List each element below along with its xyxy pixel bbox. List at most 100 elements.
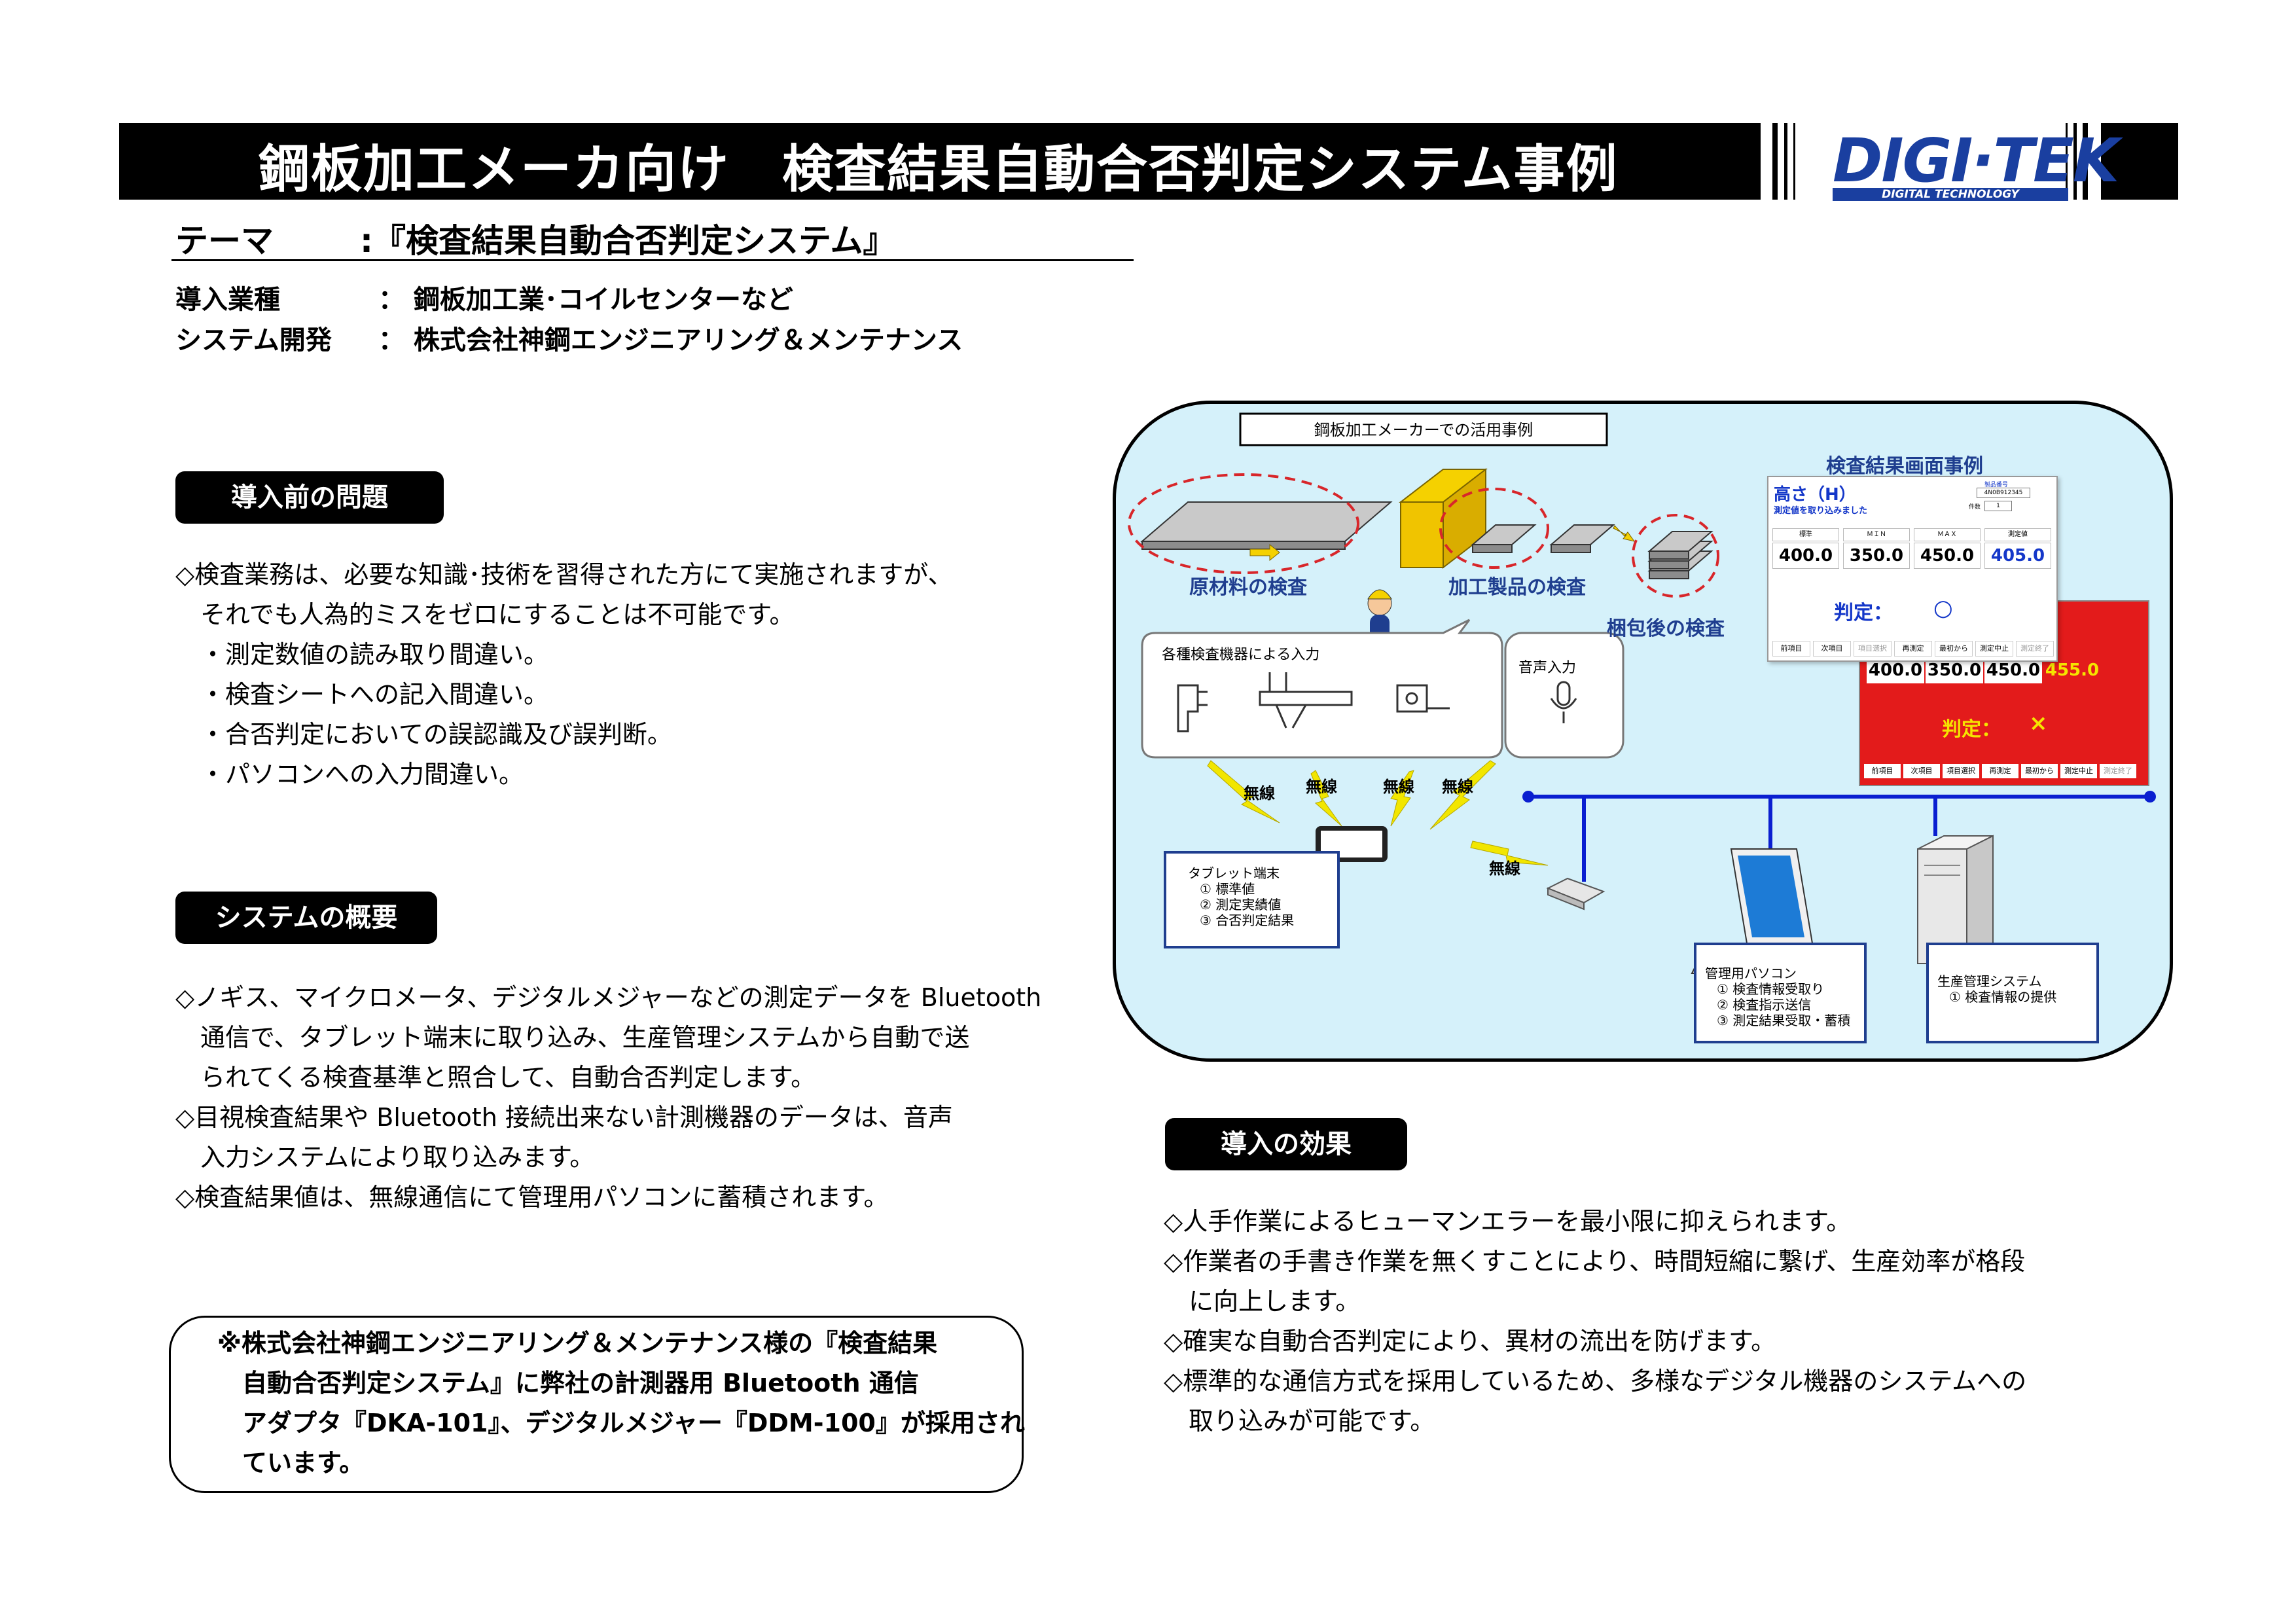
section-effects-title: 導入の効果 bbox=[1165, 1118, 1407, 1170]
problems-line: ◇検査業務は、必要な知識･技術を習得された方にて実施されますが、 bbox=[175, 560, 953, 589]
screen-ng-button[interactable]: 再測定 bbox=[1982, 764, 2018, 778]
effects-list: ◇人手作業によるヒューマンエラーを最小限に抑えられます。 ◇作業者の手書き作業を… bbox=[1164, 1202, 2026, 1441]
screen-ok-judge-mark: ○ bbox=[1933, 595, 1953, 621]
system-diagram: 鋼板加工メーカーでの活用事例 原材料の検査 加工製品の検査 梱包後の検査 各種検… bbox=[1113, 401, 2173, 1062]
tablet-item: ① 標準値 bbox=[1200, 881, 1255, 897]
effects-line: ◇作業者の手書き作業を無くすことにより、時間短縮に繋げ、生産効率が格段 bbox=[1164, 1247, 2026, 1276]
screen-ng-button[interactable]: 測定中止 bbox=[2060, 764, 2097, 778]
theme-value: :『検査結果自動合否判定システム』 bbox=[360, 222, 896, 260]
screen-ng-button[interactable]: 次項目 bbox=[1903, 764, 1940, 778]
section-problems-title: 導入前の問題 bbox=[175, 471, 444, 524]
screen-ok-button[interactable]: 次項目 bbox=[1813, 641, 1851, 657]
note-line: アダプタ『DKA-101』、デジタルメジャー『DDM-100』が採用され bbox=[217, 1409, 1025, 1437]
wireless-label: 無線 bbox=[1244, 784, 1275, 803]
screen-headers: 標準 ＭＩＮ ＭＡＸ 測定値 bbox=[1772, 528, 2051, 541]
admin-pc-item: ② 検査指示送信 bbox=[1717, 997, 1812, 1013]
problems-line: ・パソコンへの入力間違い。 bbox=[175, 760, 524, 789]
screen-ok-button[interactable]: 前項目 bbox=[1772, 641, 1810, 657]
section-overview-title: システムの概要 bbox=[175, 892, 437, 944]
note-line: 自動合否判定システム』に弊社の計測器用 Bluetooth 通信 bbox=[217, 1369, 919, 1398]
production-system-item: ① 検査情報の提供 bbox=[1949, 989, 2057, 1005]
voice-input-label: 音声入力 bbox=[1518, 660, 1577, 676]
overview-line: ◇ノギス、マイクロメータ、デジタルメジャーなどの測定データを Bluetooth bbox=[175, 983, 1042, 1012]
tablet-item: ② 測定実績値 bbox=[1200, 897, 1282, 912]
screen-id-value: 4N0B912345 bbox=[1977, 488, 2030, 498]
company-logo-subtitle: DIGITAL TECHNOLOGY bbox=[1833, 188, 2068, 201]
tablet-title: タブレット端末 bbox=[1188, 865, 1280, 881]
screen-ng-button[interactable]: 前項目 bbox=[1864, 764, 1901, 778]
note-box bbox=[169, 1316, 1024, 1493]
industry-value: ： 鋼板加工業･コイルセンターなど bbox=[378, 285, 793, 315]
screen-item-name: 高さ（H） bbox=[1774, 485, 1856, 505]
production-system-info: 生産管理システム ① 検査情報の提供 bbox=[1937, 973, 2056, 1005]
admin-pc-item: ① 検査情報受取り bbox=[1717, 981, 1825, 997]
stage-packed-label: 梱包後の検査 bbox=[1607, 617, 1725, 640]
screen-id-label: 製品番号 bbox=[1984, 482, 2009, 488]
effects-line: ◇確実な自動合否判定により、異材の流出を防げます。 bbox=[1164, 1327, 1776, 1356]
screen-example-title: 検査結果画面事例 bbox=[1826, 455, 1983, 478]
stage-raw-label: 原材料の検査 bbox=[1189, 576, 1307, 599]
note-line: ています。 bbox=[217, 1449, 365, 1477]
problems-list: ◇検査業務は、必要な知識･技術を習得された方にて実施されますが、 それでも人為的… bbox=[175, 555, 952, 795]
overview-line: られてくる検査基準と照合して、自動合否判定します。 bbox=[175, 1063, 816, 1092]
admin-pc-info: 管理用パソコン ① 検査情報受取り ② 検査指示送信 ③ 測定結果受取・蓄積 bbox=[1705, 965, 1850, 1028]
screen-ok-buttons: 前項目 次項目 項目選択 再測定 最初から 測定中止 測定終了 bbox=[1772, 641, 2054, 657]
note-text: ※株式会社神鋼エンジニアリング＆メンテナンス様の『検査結果 自動合否判定システム… bbox=[217, 1324, 1025, 1483]
effects-line: ◇人手作業によるヒューマンエラーを最小限に抑えられます。 bbox=[1164, 1207, 1852, 1236]
problems-line: それでも人為的ミスをゼロにすることは不可能です。 bbox=[175, 600, 795, 629]
effects-line: 取り込みが可能です。 bbox=[1164, 1407, 1435, 1435]
overview-list: ◇ノギス、マイクロメータ、デジタルメジャーなどの測定データを Bluetooth… bbox=[175, 978, 1041, 1218]
screen-ok: 高さ（H） 測定値を取り込みました 製品番号 4N0B912345 件数 1 標… bbox=[1767, 476, 2058, 662]
theme-underline bbox=[171, 259, 1134, 261]
screen-ok-button[interactable]: 最初から bbox=[1935, 641, 1973, 657]
screen-ok-judge-label: 判定： bbox=[1834, 602, 1893, 624]
effects-line: ◇標準的な通信方式を採用しているため、多様なデジタル機器のシステムへの bbox=[1164, 1367, 2027, 1396]
screen-message: 測定値を取り込みました bbox=[1774, 506, 1868, 516]
screen-ok-button[interactable]: 測定終了 bbox=[2016, 641, 2054, 657]
input-devices-label: 各種検査機器による入力 bbox=[1162, 647, 1320, 663]
problems-line: ・測定数値の読み取り間違い。 bbox=[175, 640, 549, 669]
overview-line: ◇検査結果値は、無線通信にて管理用パソコンに蓄積されます。 bbox=[175, 1183, 889, 1212]
problems-line: ・合否判定においての誤認識及び誤判断。 bbox=[175, 720, 672, 749]
screen-count-label: 件数 bbox=[1969, 504, 1981, 511]
developer-label: システム開発 bbox=[175, 325, 332, 355]
overview-line: ◇目視検査結果や Bluetooth 接続出来ない計測機器のデータは、音声 bbox=[175, 1103, 953, 1132]
developer-value: ： 株式会社神鋼エンジニアリング＆メンテナンス bbox=[378, 325, 963, 355]
problems-line: ・検査シートへの記入間違い。 bbox=[175, 680, 549, 709]
screen-header: ＭＡＸ bbox=[1914, 528, 1981, 541]
wireless-label: 無線 bbox=[1442, 778, 1473, 796]
industry-label: 導入業種 bbox=[175, 285, 280, 315]
screen-ng-button[interactable]: 最初から bbox=[2021, 764, 2058, 778]
stage-processed-label: 加工製品の検査 bbox=[1448, 576, 1586, 599]
screen-ng-measured-value: 455.0 bbox=[2043, 657, 2101, 683]
screen-header: 標準 bbox=[1772, 528, 1839, 541]
screen-ok-measured-value: 405.0 bbox=[1984, 543, 2051, 569]
overview-line: 通信で、タブレット端末に取り込み、生産管理システムから自動で送 bbox=[175, 1023, 970, 1052]
wireless-label: 無線 bbox=[1489, 859, 1520, 878]
screen-header: 測定値 bbox=[1984, 528, 2051, 541]
screen-ok-button[interactable]: 測定中止 bbox=[1975, 641, 2013, 657]
screen-ng-button[interactable]: 項目選択 bbox=[1943, 764, 1979, 778]
wireless-label: 無線 bbox=[1306, 778, 1337, 796]
screen-ng-judge-label: 判定： bbox=[1942, 718, 2001, 741]
screen-ok-values: 400.0 350.0 450.0 405.0 bbox=[1772, 543, 2051, 569]
page-title: 鋼板加工メーカ向け 検査結果自動合否判定システム事例 bbox=[259, 140, 1619, 199]
note-line: ※株式会社神鋼エンジニアリング＆メンテナンス様の『検査結果 bbox=[217, 1329, 938, 1358]
diagram-caption: 鋼板加工メーカーでの活用事例 bbox=[1314, 421, 1534, 439]
screen-ok-button[interactable]: 再測定 bbox=[1894, 641, 1932, 657]
diagram-graphics bbox=[1128, 412, 2156, 1043]
effects-line: に向上します。 bbox=[1164, 1287, 1361, 1316]
admin-pc-title: 管理用パソコン bbox=[1705, 965, 1797, 981]
company-logo: DIGI·TEK bbox=[1833, 126, 2119, 196]
wireless-label: 無線 bbox=[1383, 778, 1414, 796]
screen-ng-judge-mark: × bbox=[2029, 710, 2048, 736]
screen-ng-button[interactable]: 測定終了 bbox=[2100, 764, 2136, 778]
logo-area bbox=[1761, 123, 2101, 200]
screen-count-value: 1 bbox=[1984, 501, 2012, 511]
screen-ok-value: 350.0 bbox=[1843, 543, 1910, 569]
screen-header: ＭＩＮ bbox=[1843, 528, 1910, 541]
tablet-item: ③ 合否判定結果 bbox=[1200, 912, 1295, 928]
overview-line: 入力システムにより取り込みます。 bbox=[175, 1143, 595, 1172]
screen-ok-value: 400.0 bbox=[1772, 543, 1839, 569]
screen-ok-button[interactable]: 項目選択 bbox=[1854, 641, 1892, 657]
